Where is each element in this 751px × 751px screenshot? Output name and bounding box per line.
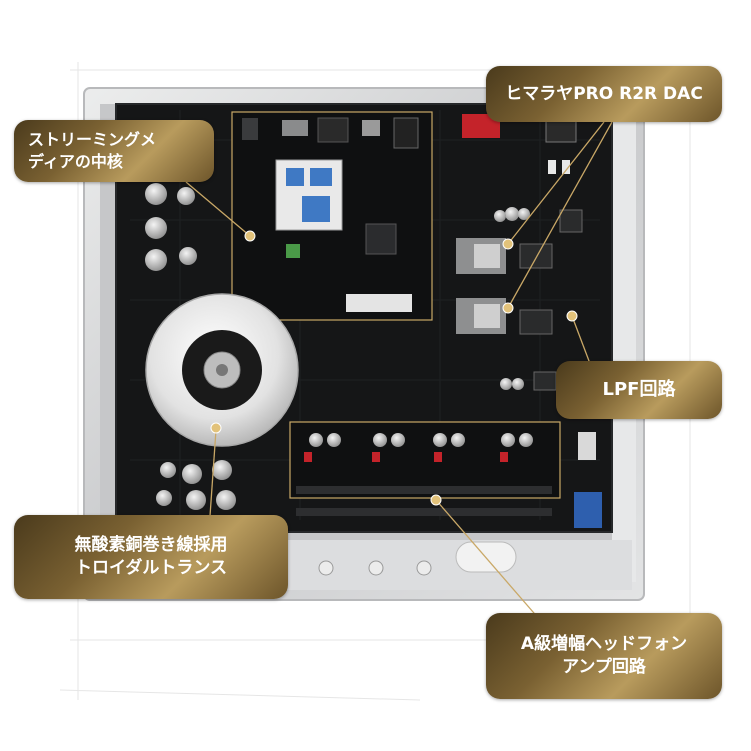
callout-toroidal-line1: 無酸素銅巻き線採用 xyxy=(74,535,228,556)
streaming-module xyxy=(231,111,433,321)
toroidal-transformer xyxy=(145,293,299,447)
callout-lpf: LPF回路 xyxy=(556,361,722,419)
callout-streaming-core-line1: ストリーミングメ xyxy=(28,130,157,150)
callout-amp-line2: アンプ回路 xyxy=(562,657,646,677)
callout-dac-label: ヒマラヤPRO R2R DAC xyxy=(505,83,703,104)
callout-streaming-core: ストリーミングメ ディアの中核 xyxy=(14,120,214,182)
callout-toroidal-line2: トロイダルトランス xyxy=(75,558,227,578)
dot-marker-icon xyxy=(210,230,578,506)
callout-streaming-core-line2: ディアの中核 xyxy=(28,152,123,171)
power-capacitors xyxy=(145,183,236,510)
headphone-amp-section xyxy=(289,421,602,528)
callout-dac: ヒマラヤPRO R2R DAC xyxy=(486,66,722,122)
callout-lpf-label: LPF回路 xyxy=(602,378,676,400)
callout-amp-line1: A級増幅ヘッドフォン xyxy=(520,634,688,655)
callout-toroidal-transformer: 無酸素銅巻き線採用 トロイダルトランス xyxy=(14,515,288,599)
sketch-lines xyxy=(59,62,700,701)
callout-headphone-amp: A級増幅ヘッドフォン アンプ回路 xyxy=(486,613,722,699)
leader-lines xyxy=(185,121,613,621)
dac-section xyxy=(456,114,583,391)
